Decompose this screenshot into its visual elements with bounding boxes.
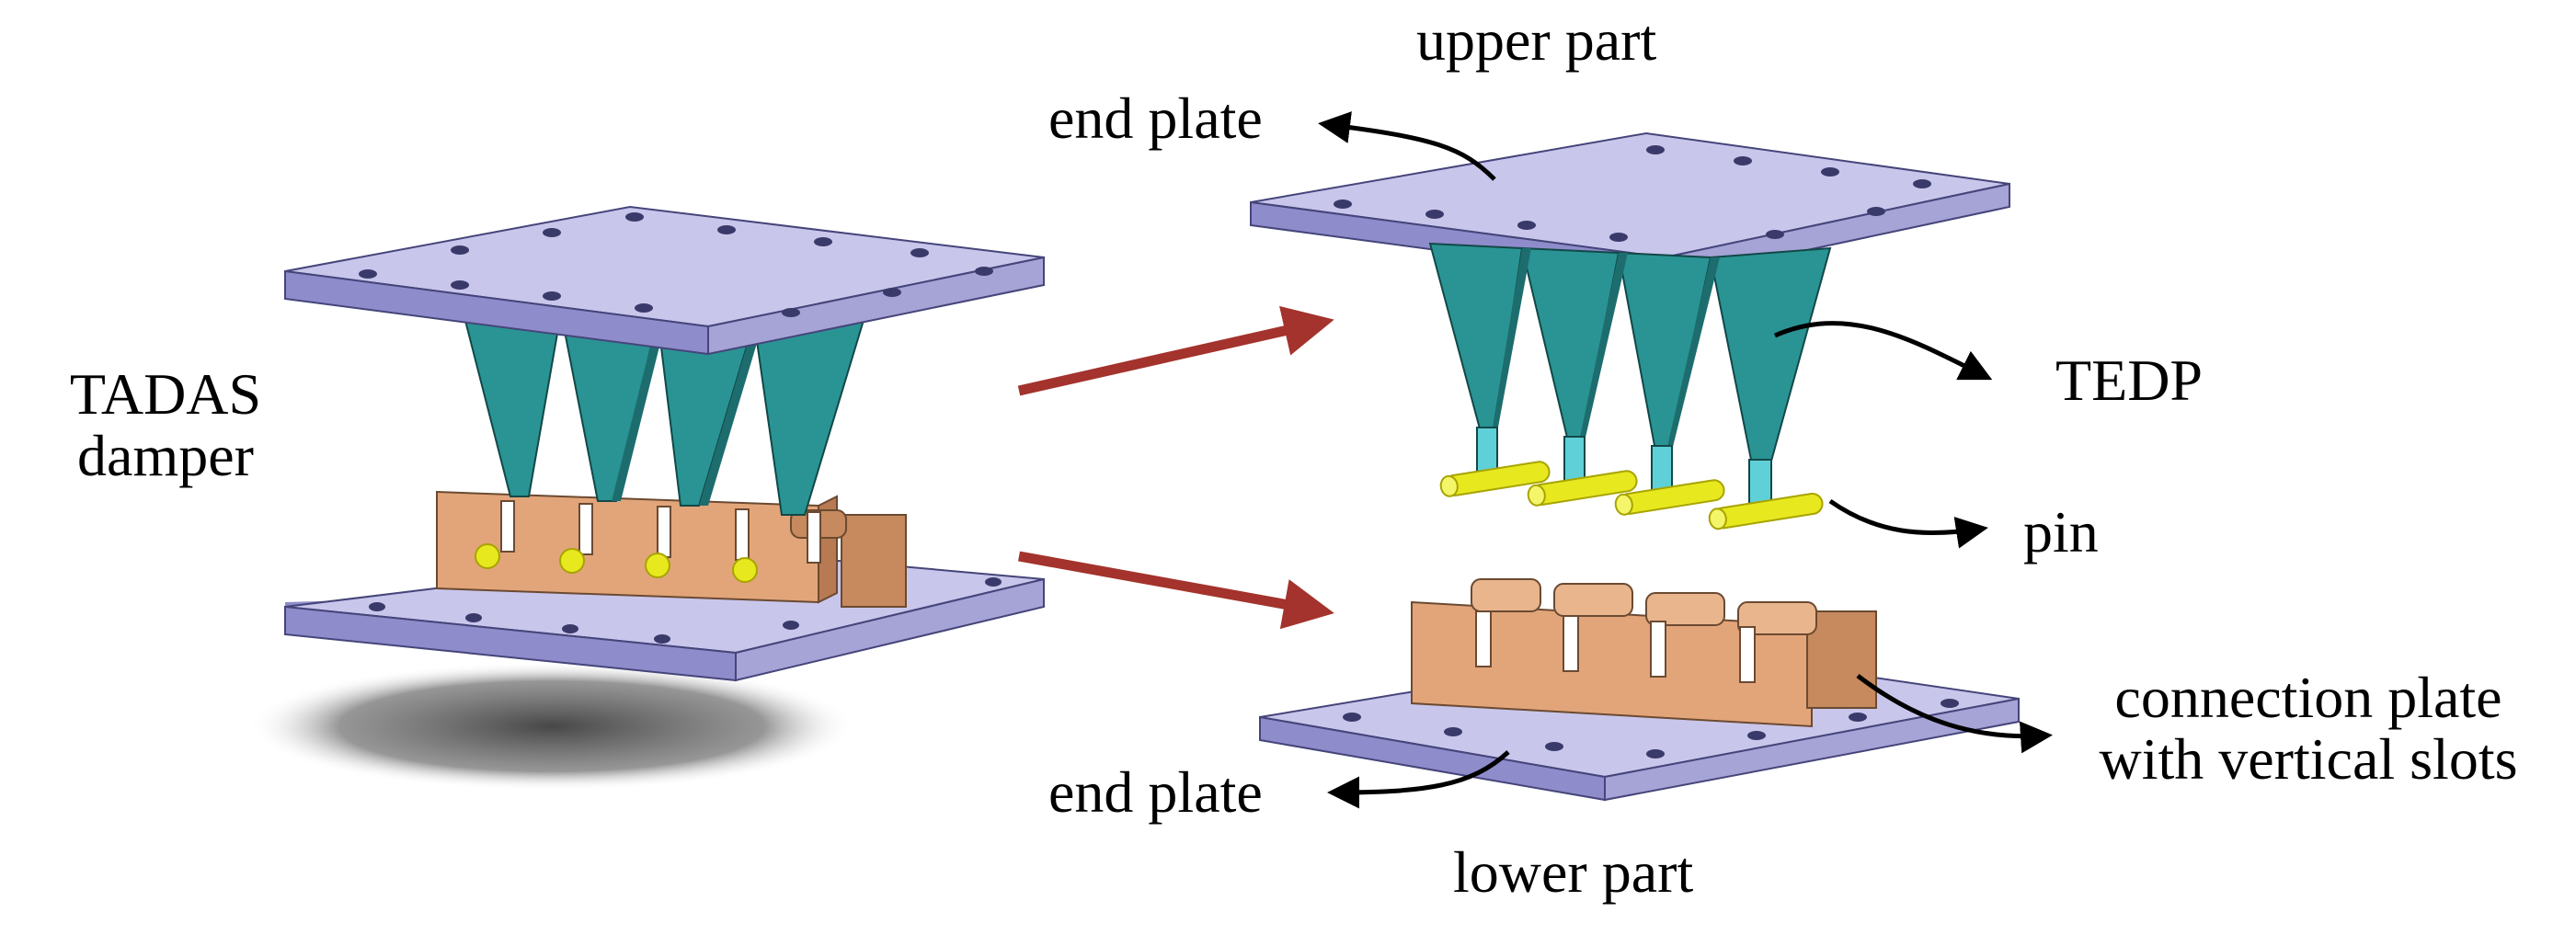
- left-top-end-plate: [284, 205, 1045, 356]
- upper-part-assembly: [1250, 131, 2010, 530]
- end-plate-bottom-label: end plate: [1048, 759, 1263, 825]
- tadas-label-line2: damper: [77, 423, 254, 489]
- lower-connection-plate: [1411, 578, 1877, 728]
- leader-pin: [1828, 498, 1988, 549]
- leader-arrows: [1318, 111, 2053, 809]
- leader-connection-plate: [1856, 674, 2053, 754]
- tadas-label-line1: TADAS: [69, 361, 262, 427]
- left-connection-plate: [436, 490, 907, 608]
- end-plate-top-label: end plate: [1048, 86, 1263, 151]
- pin-label: pin: [2023, 499, 2099, 564]
- connection-label-line1: connection plate: [2114, 665, 2502, 730]
- left-triangular-plates: [463, 311, 866, 516]
- lower-part-label: lower part: [1453, 839, 1694, 905]
- explode-arrow-upper: [1017, 305, 1334, 396]
- connection-plate-label: connection plate with vertical slots: [2069, 665, 2547, 792]
- leader-end-plate-bottom: [1327, 750, 1510, 809]
- leader-end-plate-top: [1318, 111, 1496, 181]
- tedp-plates: [1428, 242, 1832, 507]
- connection-label-line2: with vertical slots: [2099, 726, 2518, 792]
- leader-tedp: [1773, 321, 1993, 381]
- explode-arrow-lower: [1018, 551, 1334, 630]
- lower-part-assembly: [1259, 578, 2020, 802]
- assembly-shadow: [248, 662, 855, 791]
- upper-part-label: upper part: [1416, 7, 1657, 73]
- tadas-damper-label: TADAS damper: [32, 361, 299, 489]
- tedp-label: TEDP: [2055, 348, 2203, 413]
- left-assembly: [248, 205, 1045, 791]
- pins: [1439, 461, 1824, 530]
